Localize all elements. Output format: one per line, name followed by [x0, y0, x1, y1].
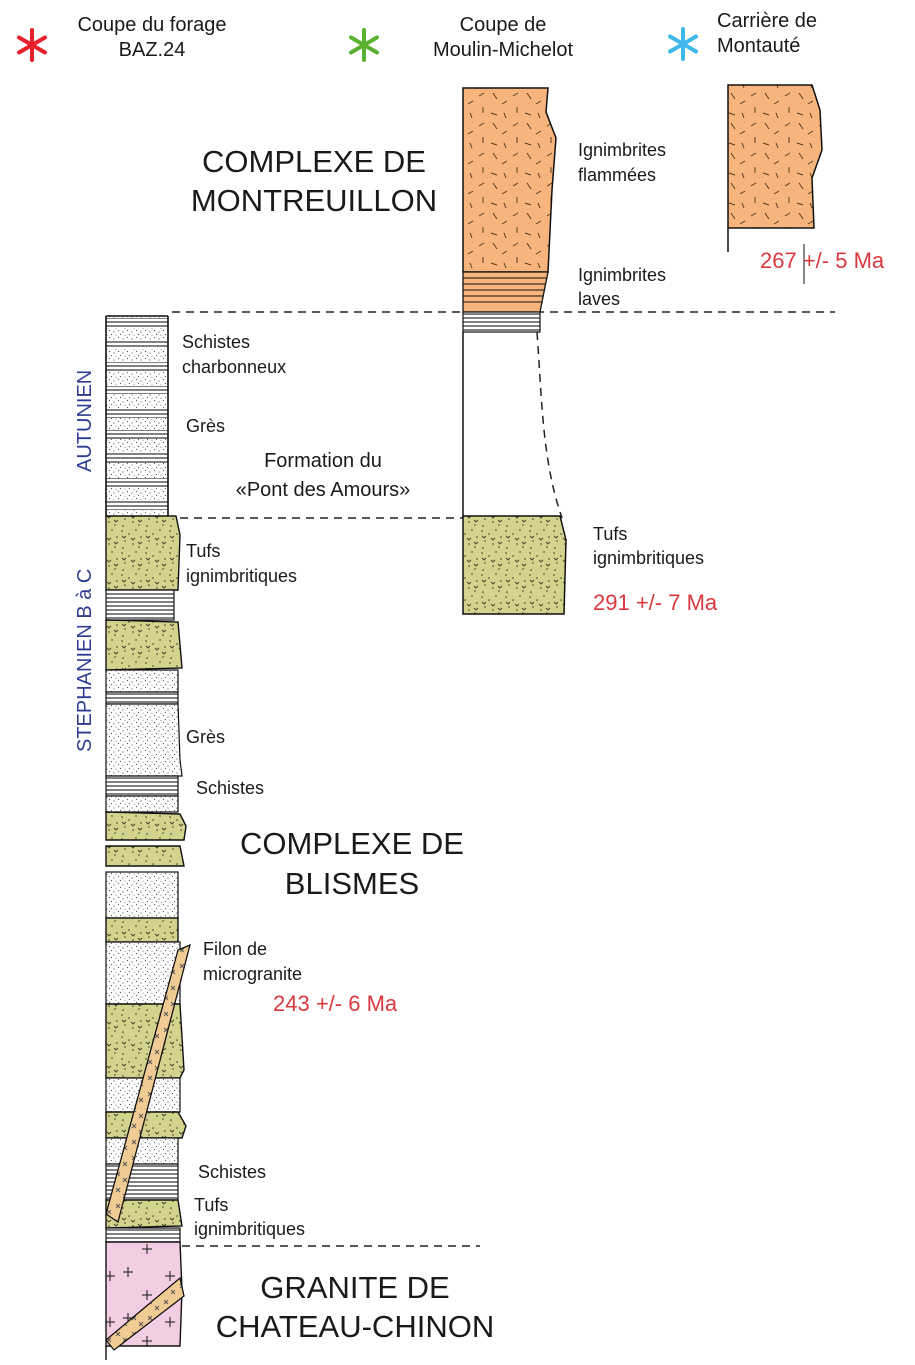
- label-tufs-left-1: Tufs: [186, 541, 220, 561]
- schist-bands: [106, 318, 168, 510]
- label-ignimbrites-flammees-1: Ignimbrites: [578, 140, 666, 160]
- legend-borehole-line1: Coupe du forage: [77, 14, 226, 36]
- ignimbrite-flammee: [462, 87, 557, 273]
- granite-title-line2: CHATEAU-CHINON: [216, 1309, 494, 1344]
- gres-bed-7: [105, 1137, 179, 1165]
- microgranite-dike-lower: [105, 1276, 185, 1351]
- legend-montaute-line2: Montauté: [717, 35, 800, 57]
- montaute-ignimbrite: [727, 84, 823, 229]
- age-filon: 243 +/- 6 Ma: [273, 991, 398, 1016]
- borehole-column: [105, 315, 191, 1360]
- label-schistes-charbonneux-1: Schistes: [182, 332, 250, 352]
- gres-bed-1: [105, 669, 179, 693]
- moulin-schist: [462, 311, 541, 333]
- schist-bed-5: [105, 1227, 181, 1243]
- gres-bed-3: [105, 795, 179, 813]
- label-schistes-charbonneux-2: charbonneux: [182, 357, 286, 377]
- schist-bed-2: [105, 691, 179, 705]
- formation-line1: Formation du: [264, 450, 382, 472]
- tuff-bed-4: [105, 845, 185, 867]
- label-schistes-low: Schistes: [198, 1162, 266, 1182]
- red-asterisk-icon: [17, 28, 47, 62]
- legend-montaute-line1: Carrière de: [717, 10, 817, 32]
- montaute-column: [727, 84, 823, 284]
- correlation-lines: [172, 311, 835, 1247]
- label-filon-2: microgranite: [203, 964, 302, 984]
- label-ignimbrites-flammees-2: flammées: [578, 165, 656, 185]
- age-moulin: 291 +/- 7 Ma: [593, 590, 718, 615]
- tuff-bed-7: [105, 1111, 187, 1139]
- correlation-curve: [536, 331, 563, 519]
- legend-moulin-line2: Moulin-Michelot: [433, 39, 573, 61]
- laves-lamination: [463, 277, 546, 303]
- tuff-bed-8: [105, 1199, 183, 1229]
- label-tufs-mid-2: ignimbritiques: [593, 548, 704, 568]
- legend-moulin-line1: Coupe de: [460, 14, 547, 36]
- complex-montreuillon-line2: MONTREUILLON: [191, 183, 437, 218]
- legend: Coupe du forage BAZ.24 Coupe de Moulin-M…: [17, 10, 817, 62]
- autunien-outline: [105, 316, 169, 516]
- complex-blismes-line1: COMPLEXE DE: [240, 826, 464, 861]
- label-tufs-left-2: ignimbritiques: [186, 566, 297, 586]
- label-gres-top: Grès: [186, 416, 225, 436]
- tuff-bed-3: [105, 811, 187, 841]
- tuff-bed-2: [105, 619, 183, 671]
- microgranite-dike: [105, 943, 191, 1224]
- label-ignimbrites-laves-1: Ignimbrites: [578, 265, 666, 285]
- label-tufs-low-1: Tufs: [194, 1195, 228, 1215]
- label-tufs-low-2: ignimbritiques: [194, 1219, 305, 1239]
- tuff-bed-5: [105, 917, 179, 943]
- tuff-bed-1: [105, 515, 181, 591]
- label-ignimbrites-laves-2: laves: [578, 289, 620, 309]
- label-schistes-mid: Schistes: [196, 778, 264, 798]
- complex-blismes-line2: BLISMES: [285, 866, 419, 901]
- label-filon-1: Filon de: [203, 939, 267, 959]
- blue-asterisk-icon: [668, 27, 698, 61]
- granite-body: [105, 1241, 183, 1347]
- gres-bed-2: [105, 703, 183, 777]
- schist-bed-3: [105, 775, 179, 797]
- age-montaute: 267 +/- 5 Ma: [760, 248, 885, 273]
- gres-bed-4: [105, 871, 179, 919]
- label-tufs-mid-1: Tufs: [593, 524, 627, 544]
- moulin-column: [462, 87, 567, 615]
- stage-autunien: AUTUNIEN: [74, 370, 96, 472]
- schist-bed-1: [105, 589, 175, 621]
- moulin-tuff: [462, 515, 567, 615]
- granite-title-line1: GRANITE DE: [260, 1270, 449, 1305]
- formation-line2: «Pont des Amours»: [236, 479, 411, 501]
- legend-borehole-line2: BAZ.24: [119, 39, 186, 61]
- stage-stephanien: STEPHANIEN B à C: [74, 569, 96, 752]
- label-gres-mid: Grès: [186, 727, 225, 747]
- complex-montreuillon-line1: COMPLEXE DE: [202, 144, 426, 179]
- green-asterisk-icon: [349, 28, 379, 62]
